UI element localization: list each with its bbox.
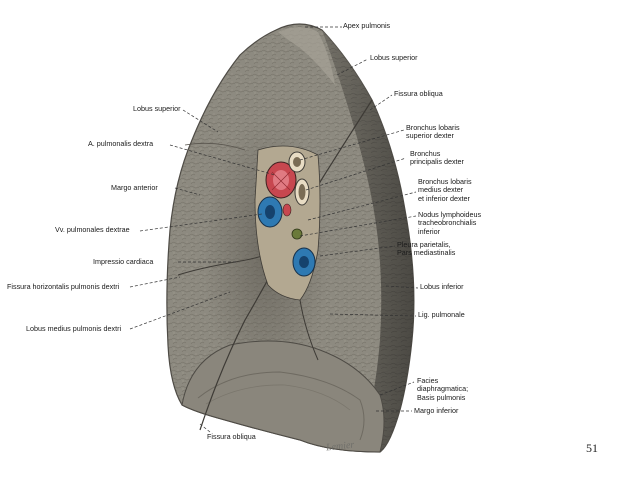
label-apex-pulmonis: Apex pulmonis	[343, 21, 391, 30]
label-lobus-medius: Lobus medius pulmonis dextri	[26, 324, 122, 333]
label-facies-diaphragmatica: Facies diaphragmatica; Basis pulmonis	[417, 376, 469, 402]
hilum	[254, 145, 321, 361]
label-lig-pulmonale: Lig. pulmonale	[418, 310, 465, 319]
label-lobus-superior-right: Lobus superior	[370, 53, 418, 62]
lymph-node	[291, 228, 303, 240]
label-a-pulmonalis-dextra: A. pulmonalis dextra	[88, 139, 154, 148]
label-fissura-obliqua-bottom: Fissura obliqua	[207, 432, 256, 441]
label-nodus-lymphoideus: Nodus lymphoideus tracheobronchialis inf…	[418, 210, 482, 236]
label-bronchus-lobaris-superior: Bronchus lobaris superior dexter	[406, 123, 460, 141]
label-bronchus-lobaris-medius: Bronchus lobaris medius dexter et inferi…	[418, 177, 472, 203]
leader-lines	[129, 26, 419, 433]
page-number: 51	[586, 441, 598, 455]
label-pleura-parietalis: Pleura parietalis, Pars mediastinalis	[397, 240, 456, 258]
label-fissura-obliqua-top: Fissura obliqua	[394, 89, 443, 98]
label-impressio-cardiaca: Impressio cardiaca	[93, 257, 154, 266]
label-fissura-horizontalis: Fissura horizontalis pulmonis dextri	[7, 282, 120, 291]
label-margo-inferior: Margo inferior	[414, 406, 459, 415]
label-margo-anterior: Margo anterior	[111, 183, 158, 192]
label-lobus-superior-left: Lobus superior	[133, 104, 181, 113]
pulmonary-ligament	[299, 299, 319, 361]
label-lobus-inferior: Lobus inferior	[420, 282, 464, 291]
diaphragmatic-surface	[181, 340, 385, 453]
label-bronchus-principalis: Bronchus principalis dexter	[410, 149, 464, 167]
label-vv-pulmonales: Vv. pulmonales dextrae	[55, 225, 130, 234]
